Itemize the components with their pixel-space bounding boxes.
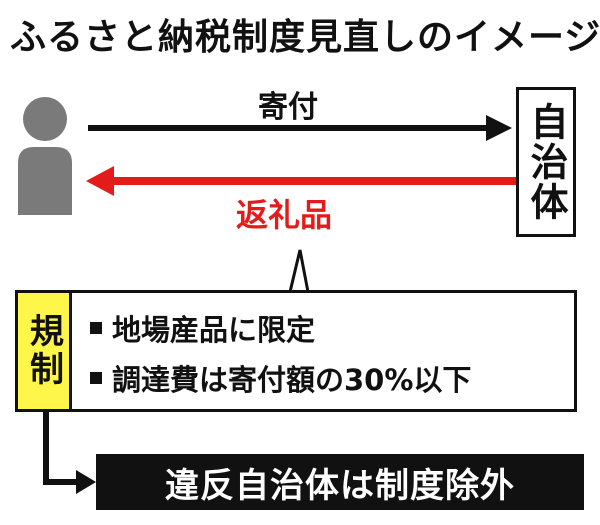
square-bullet-icon <box>90 322 102 334</box>
callout-pointer <box>288 249 310 294</box>
rules-box: 規制 地場産品に限定 調達費は寄付額の30%以下 <box>15 290 577 412</box>
donation-label: 寄付 <box>258 90 318 125</box>
square-bullet-icon <box>90 372 102 384</box>
rule-item-text: 調達費は寄付額の30%以下 <box>112 363 472 397</box>
rules-tag-label: 規制 <box>23 313 64 389</box>
rule-item: 調達費は寄付額の30%以下 <box>90 357 471 399</box>
donation-arrowhead <box>486 115 512 141</box>
rules-tag: 規制 <box>18 293 72 409</box>
gift-label: 返礼品 <box>236 196 333 234</box>
gift-arrowhead <box>86 166 114 196</box>
person-icon <box>18 97 72 215</box>
rule-item: 地場産品に限定 <box>90 307 315 349</box>
outcome-box: 違反自治体は制度除外 <box>96 454 584 510</box>
municipality-box: 自治体 <box>516 87 576 237</box>
outcome-text: 違反自治体は制度除外 <box>165 465 515 506</box>
municipality-label: 自治体 <box>524 102 568 222</box>
page-title: ふるさと納税制度見直しのイメージ <box>10 17 600 58</box>
rule-item-text: 地場産品に限定 <box>112 313 316 347</box>
outcome-connector <box>43 412 80 485</box>
outcome-arrowhead <box>76 470 96 494</box>
